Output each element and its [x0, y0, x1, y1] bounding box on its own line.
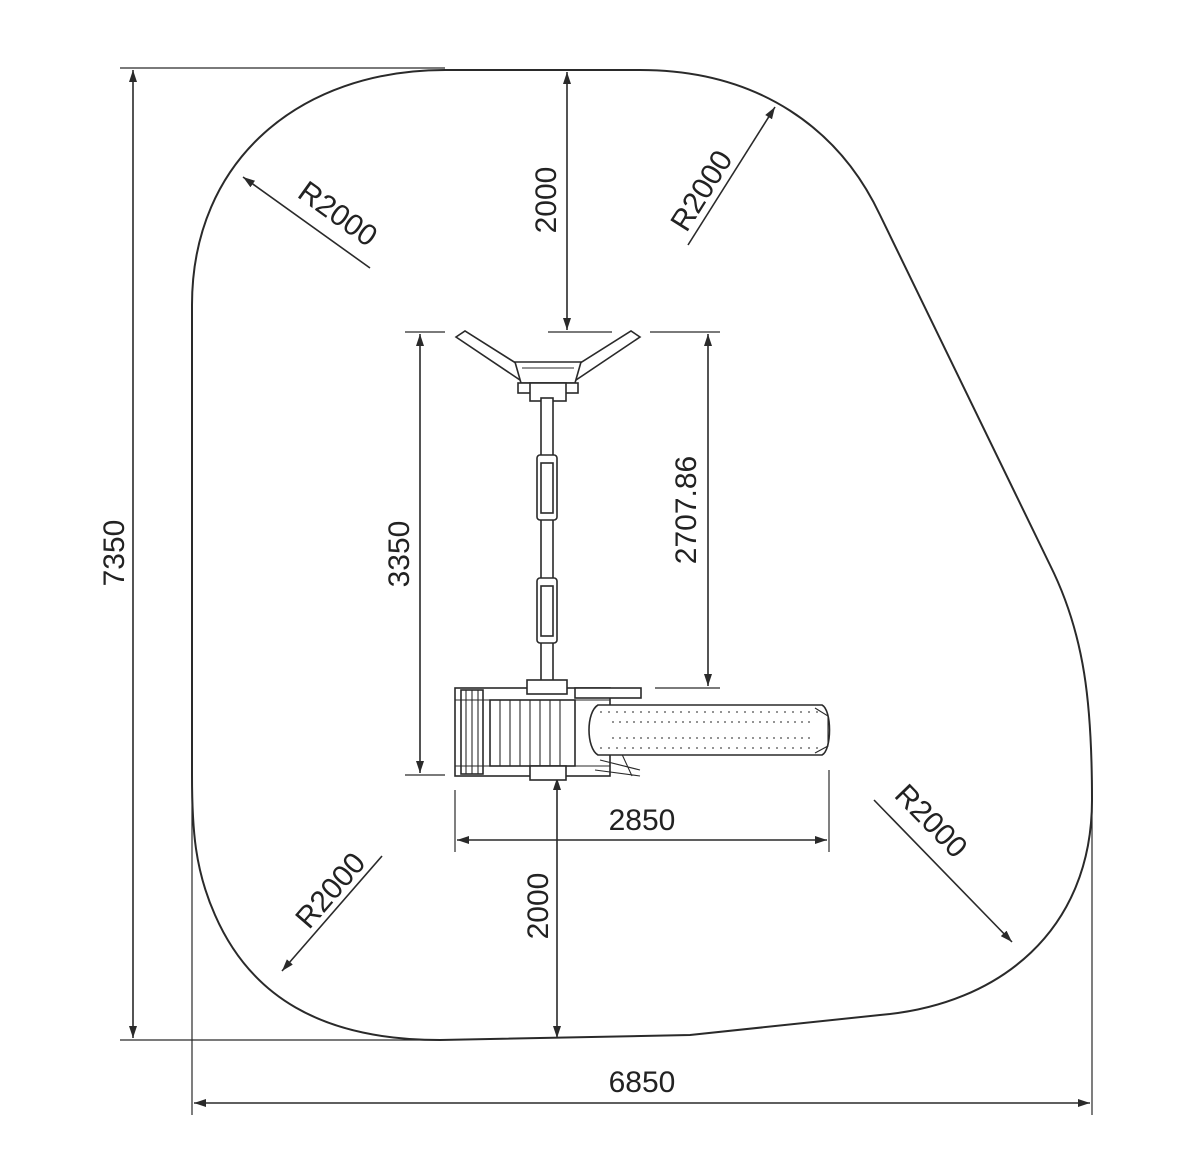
slide — [588, 704, 831, 756]
roof-top-assembly — [454, 330, 642, 402]
dimension-equipment-height: 3350 — [383, 331, 445, 776]
label-equipment-height: 3350 — [383, 521, 416, 588]
label-beam-to-slide: 2707.86 — [670, 456, 703, 564]
label-radius-top-left: R2000 — [292, 175, 383, 253]
dimension-overall-width: 6850 — [191, 780, 1093, 1115]
radius-callout-top-right: R2000 — [664, 106, 776, 246]
radius-callout-top-left: R2000 — [242, 175, 383, 269]
tower-platform — [454, 679, 642, 781]
label-radius-bottom-right: R2000 — [888, 778, 973, 864]
dimension-beam-to-slide: 2707.86 — [650, 331, 720, 689]
label-top-clearance: 2000 — [530, 167, 563, 234]
radius-callout-bottom-left: R2000 — [281, 847, 383, 972]
label-equipment-width: 2850 — [609, 804, 676, 837]
dimension-bottom-clearance: 2000 — [522, 778, 561, 1038]
playground-equipment — [454, 330, 831, 781]
label-overall-height: 7350 — [98, 520, 131, 587]
label-radius-bottom-left: R2000 — [289, 847, 372, 935]
dimension-overall-height: 7350 — [98, 67, 445, 1041]
dimension-top-clearance: 2000 — [530, 72, 612, 333]
label-overall-width: 6850 — [609, 1066, 676, 1099]
label-bottom-clearance: 2000 — [522, 873, 555, 940]
dimension-equipment-width: 2850 — [454, 770, 830, 852]
radius-callout-bottom-right: R2000 — [873, 778, 1013, 943]
central-beam — [536, 397, 558, 689]
